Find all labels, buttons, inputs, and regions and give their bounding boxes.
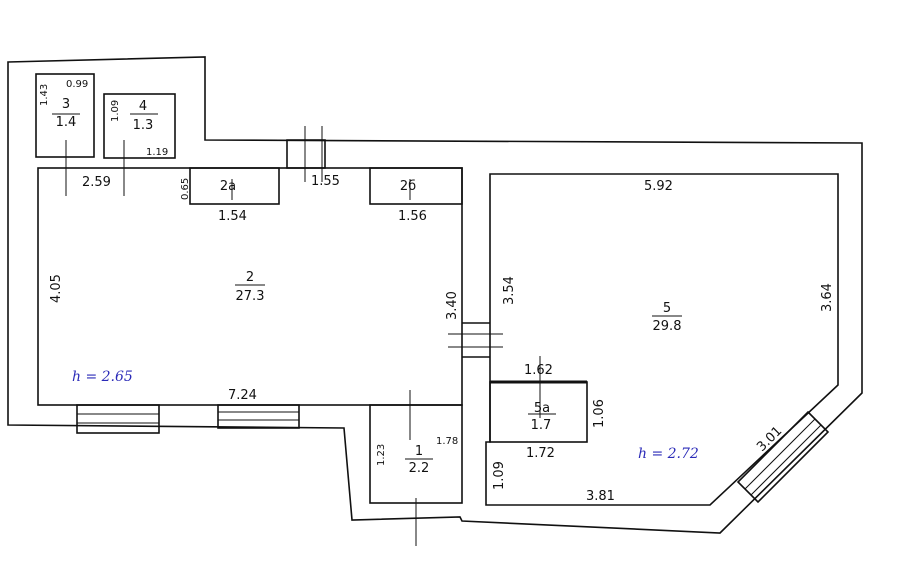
room-3-outline xyxy=(35,73,95,158)
room-2a-width-dim: 1.54 xyxy=(218,209,247,224)
dim-r5a-bottom: 1.72 xyxy=(526,446,555,461)
height-left: h = 2.65 xyxy=(72,369,133,385)
room-2-area: 27.3 xyxy=(236,289,265,304)
room-2b-number: 2б xyxy=(400,179,416,194)
top-doorway xyxy=(286,139,326,169)
dim-r5a-right: 1.06 xyxy=(592,399,607,428)
room-2b-width-dim: 1.56 xyxy=(398,209,427,224)
room-4-width-dim: 1.19 xyxy=(146,147,168,158)
dim-r5-left: 3.54 xyxy=(502,276,517,305)
room-5a-number: 5a xyxy=(534,401,550,416)
room-3-height-dim: 1.43 xyxy=(39,84,50,106)
diagonal-window-line-1 xyxy=(744,418,816,490)
room-2a-number: 2a xyxy=(220,179,236,194)
room-5-area: 29.8 xyxy=(653,319,682,334)
dim-r5-top: 5.92 xyxy=(644,179,673,194)
room-5a-area: 1.7 xyxy=(531,418,552,433)
room-3-number: 3 xyxy=(62,97,70,112)
dim-r5-step: 1.09 xyxy=(492,461,507,490)
room-1-number: 1 xyxy=(415,444,423,459)
room-2-number: 2 xyxy=(246,270,254,285)
room-2a-height-dim: 0.65 xyxy=(180,178,191,200)
dim-bottom-r2: 7.24 xyxy=(228,388,257,403)
window-left xyxy=(76,404,160,434)
dim-r5-bottom: 3.81 xyxy=(586,489,615,504)
room-4-height-dim: 1.09 xyxy=(110,100,121,122)
room-4-outline xyxy=(103,93,176,159)
dim-door-top: 1.55 xyxy=(311,174,340,189)
room-4-area: 1.3 xyxy=(133,118,154,133)
dim-r5-right: 3.64 xyxy=(820,283,835,312)
dim-left: 4.05 xyxy=(49,274,64,303)
room-2a-outline xyxy=(189,167,280,205)
diagonal-window-line-2 xyxy=(750,424,822,496)
diagonal-window xyxy=(736,410,830,504)
dim-right-r2: 3.40 xyxy=(445,291,460,320)
dim-r5a-top: 1.62 xyxy=(524,363,553,378)
room-3-width-dim: 0.99 xyxy=(66,79,88,90)
room-4-number: 4 xyxy=(139,99,147,114)
room-5-number: 5 xyxy=(663,301,671,316)
dim-r1-width: 1.78 xyxy=(436,436,458,447)
room-3-area: 1.4 xyxy=(56,115,77,130)
dim-r1-height: 1.23 xyxy=(376,444,387,466)
room-2b-outline xyxy=(369,167,463,205)
room-1-area: 2.2 xyxy=(409,461,430,476)
dim-top-left: 2.59 xyxy=(82,175,111,190)
window-mid xyxy=(217,404,300,429)
height-right: h = 2.72 xyxy=(638,446,699,462)
